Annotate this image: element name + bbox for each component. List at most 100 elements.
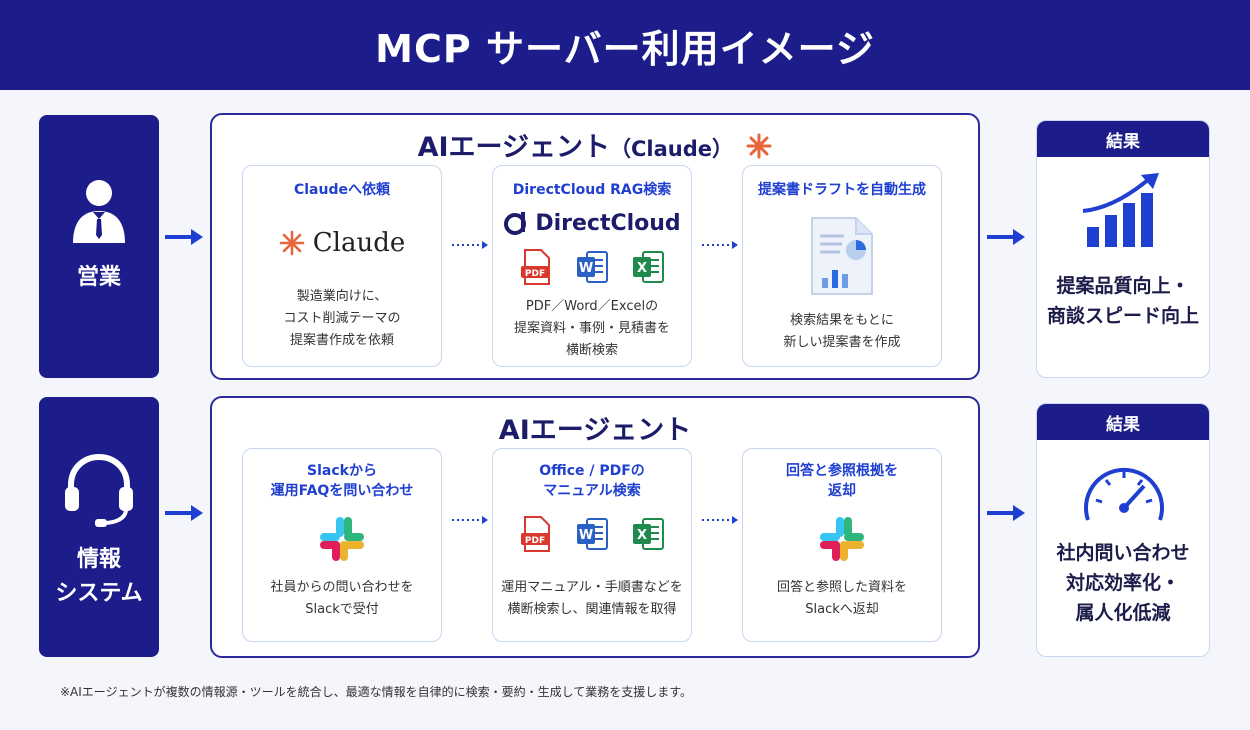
page-title: MCP サーバー利用イメージ bbox=[375, 26, 875, 71]
slack-logo-icon bbox=[820, 517, 864, 561]
file-icons: PDF W X bbox=[519, 248, 665, 286]
dotted-arrow-icon bbox=[452, 241, 488, 249]
dotted-arrow-icon bbox=[702, 241, 738, 249]
card-title-line: マニュアル検索 bbox=[543, 483, 641, 499]
growth-chart-icon bbox=[1082, 173, 1159, 247]
result-line: 商談スピード向上 bbox=[1046, 305, 1199, 327]
agent-panel-claude: AIエージェント（Claude） Claudeへ依頼 Claude 製造業向けに… bbox=[210, 113, 980, 380]
card-title-line: 返却 bbox=[828, 483, 856, 499]
excel-file-icon: X bbox=[633, 251, 664, 283]
card-title-line: Office / PDFの bbox=[539, 463, 645, 479]
card-title-line: Slackから bbox=[307, 463, 377, 479]
agent-title: AIエージェント（Claude） bbox=[212, 125, 978, 164]
card-title: DirectCloud RAG検索 bbox=[512, 182, 672, 198]
arrow-right-icon bbox=[165, 229, 203, 245]
card-title: Office / PDFの マニュアル検索 bbox=[539, 461, 645, 501]
role-it-system: 情報 システム bbox=[39, 397, 159, 657]
card-description: 運用マニュアル・手順書などを 横断検索し、関連情報を取得 bbox=[493, 577, 691, 621]
agent-title-text: AIエージェント bbox=[417, 132, 610, 163]
desc-line: 運用マニュアル・手順書などを bbox=[501, 580, 683, 595]
card-description: 回答と参照した資料を Slackへ返却 bbox=[743, 577, 941, 621]
dotted-arrow-icon bbox=[452, 516, 488, 524]
desc-line: 横断検索 bbox=[565, 343, 618, 358]
card-claude-request: Claudeへ依頼 Claude 製造業向けに、 コスト削減テーマの 提案書作成… bbox=[242, 165, 442, 367]
svg-text:W: W bbox=[579, 528, 593, 543]
card-manual-search: Office / PDFの マニュアル検索 PDF W bbox=[492, 448, 692, 642]
result-line: 提案品質向上・ bbox=[1056, 275, 1190, 297]
dotted-arrow-icon bbox=[702, 516, 738, 524]
directcloud-mark-icon bbox=[504, 212, 527, 235]
card-answer-return: 回答と参照根拠を 返却 回答と参照した資料を Slackへ返却 bbox=[742, 448, 942, 642]
result-text: 社内問い合わせ 対応効率化・ 属人化低減 bbox=[1037, 538, 1209, 628]
card-description: PDF／Word／Excelの 提案資料・事例・見積書を 横断検索 bbox=[493, 296, 691, 362]
header-banner: MCP サーバー利用イメージ bbox=[0, 0, 1250, 90]
desc-line: Slackで受付 bbox=[305, 602, 379, 617]
desc-line: 製造業向けに、 bbox=[296, 289, 388, 304]
desc-line: 検索結果をもとに bbox=[790, 313, 894, 328]
card-title: 提案書ドラフトを自動生成 bbox=[758, 182, 926, 198]
claude-spark-icon bbox=[279, 230, 305, 256]
role-label-line: システム bbox=[55, 581, 143, 606]
desc-line: PDF／Word／Excelの bbox=[525, 299, 659, 314]
arrow-right-icon bbox=[165, 505, 203, 521]
arrow-right-icon bbox=[987, 505, 1025, 521]
card-title: 回答と参照根拠を 返却 bbox=[786, 461, 898, 501]
result-line: 社内問い合わせ bbox=[1056, 542, 1190, 564]
claude-spark-icon bbox=[746, 133, 772, 159]
claude-logo-text: Claude bbox=[312, 228, 406, 258]
desc-line: 提案書作成を依頼 bbox=[289, 333, 394, 348]
svg-text:X: X bbox=[637, 528, 647, 543]
svg-text:PDF: PDF bbox=[525, 536, 545, 546]
pdf-file-icon: PDF bbox=[521, 516, 550, 552]
result-header: 結果 bbox=[1037, 121, 1209, 157]
card-title: Claudeへ依頼 bbox=[293, 182, 390, 198]
card-draft-generation: 提案書ドラフトを自動生成 検索結果をもとに 新しい提案書を作成 bbox=[742, 165, 942, 367]
desc-line: Slackへ返却 bbox=[805, 602, 879, 617]
card-slack-faq: Slackから 運用FAQを問い合わせ 社員からの問い合わせを Slackで受付 bbox=[242, 448, 442, 642]
card-description: 製造業向けに、 コスト削減テーマの 提案書作成を依頼 bbox=[243, 286, 441, 352]
svg-text:W: W bbox=[579, 261, 593, 276]
desc-line: 提案資料・事例・見積書を bbox=[513, 321, 670, 336]
card-title-line: 運用FAQを問い合わせ bbox=[270, 483, 414, 499]
result-line: 対応効率化・ bbox=[1065, 572, 1180, 594]
desc-line: 社員からの問い合わせを bbox=[270, 580, 414, 595]
word-file-icon: W bbox=[577, 518, 608, 550]
desc-line: 回答と参照した資料を bbox=[776, 580, 907, 595]
result-text: 提案品質向上・ 商談スピード向上 bbox=[1037, 271, 1209, 331]
role-label: 情報 システム bbox=[55, 543, 142, 611]
agent-subtitle: （Claude） bbox=[609, 137, 733, 161]
directcloud-logo-text: DirectCloud bbox=[535, 210, 681, 236]
agent-panel: AIエージェント Slackから 運用FAQを問い合わせ 社員からの問い合わせを… bbox=[210, 396, 980, 658]
excel-file-icon: X bbox=[633, 518, 664, 550]
card-directcloud-search: DirectCloud RAG検索 DirectCloud PDF W bbox=[492, 165, 692, 367]
card-title: Slackから 運用FAQを問い合わせ bbox=[271, 461, 414, 501]
desc-line: コスト削減テーマの bbox=[283, 311, 401, 326]
svg-text:PDF: PDF bbox=[525, 269, 545, 279]
card-description: 社員からの問い合わせを Slackで受付 bbox=[243, 577, 441, 621]
result-box-it: 結果 社内問い合わせ 対応効率化・ 属人化低減 bbox=[1036, 403, 1210, 657]
word-file-icon: W bbox=[577, 251, 608, 283]
report-document-icon bbox=[811, 217, 873, 295]
businessperson-icon bbox=[73, 180, 125, 243]
arrow-right-icon bbox=[987, 229, 1025, 245]
role-label: 営業 bbox=[76, 265, 121, 290]
file-icons: PDF W X bbox=[519, 515, 665, 553]
speedometer-icon bbox=[1084, 467, 1164, 521]
directcloud-logo: DirectCloud bbox=[503, 210, 681, 236]
result-line: 属人化低減 bbox=[1075, 602, 1171, 624]
result-header: 結果 bbox=[1037, 404, 1209, 440]
result-box-sales: 結果 提案品質向上・ 商談スピード向上 bbox=[1036, 120, 1210, 378]
card-description: 検索結果をもとに 新しい提案書を作成 bbox=[743, 310, 941, 354]
desc-line: 横断検索し、関連情報を取得 bbox=[507, 602, 677, 617]
pdf-file-icon: PDF bbox=[521, 249, 550, 285]
role-sales: 営業 bbox=[39, 115, 159, 378]
svg-text:X: X bbox=[637, 261, 647, 276]
card-title-line: 回答と参照根拠を bbox=[786, 463, 898, 479]
role-label-line: 情報 bbox=[76, 547, 121, 572]
footnote: ※AIエージェントが複数の情報源・ツールを統合し、最適な情報を自律的に検索・要約… bbox=[60, 685, 693, 699]
slack-logo-icon bbox=[320, 517, 364, 561]
claude-logo: Claude bbox=[279, 228, 406, 258]
headset-icon bbox=[65, 453, 133, 527]
desc-line: 新しい提案書を作成 bbox=[783, 335, 901, 350]
agent-title: AIエージェント bbox=[498, 415, 692, 446]
